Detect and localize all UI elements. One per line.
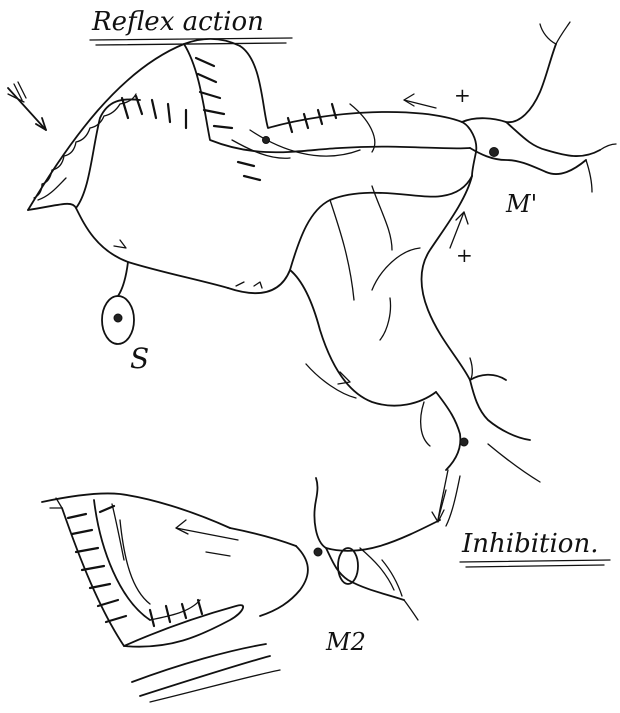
inhibition-underline-2 bbox=[466, 565, 604, 567]
motor-cell-m1 bbox=[462, 22, 616, 192]
label-inhibition: Inhibition. bbox=[461, 529, 598, 559]
motor-cell-m2 bbox=[230, 478, 440, 620]
title-reflex-action: Reflex action bbox=[91, 7, 264, 37]
stimulus-arrow-icon bbox=[8, 82, 46, 130]
label-cell-s: S bbox=[130, 342, 149, 375]
reflex-arc-outline bbox=[28, 39, 470, 210]
title-underline-2 bbox=[96, 43, 286, 45]
label-cell-m1: M' bbox=[505, 190, 537, 218]
label-plus-lower: + bbox=[456, 243, 473, 267]
inhibition-underline bbox=[460, 560, 610, 562]
sensory-cell-s bbox=[102, 296, 134, 344]
lower-muscle bbox=[42, 493, 280, 702]
impulse-arrow-upper bbox=[404, 94, 436, 108]
central-path bbox=[228, 176, 472, 406]
label-cell-m2: M2 bbox=[325, 628, 366, 656]
inhibition-arrow-icon bbox=[176, 520, 238, 556]
label-plus-upper: + bbox=[454, 83, 471, 107]
sensory-fibre bbox=[28, 99, 228, 296]
intermediate-cell bbox=[421, 358, 540, 526]
title-underline bbox=[90, 38, 292, 40]
